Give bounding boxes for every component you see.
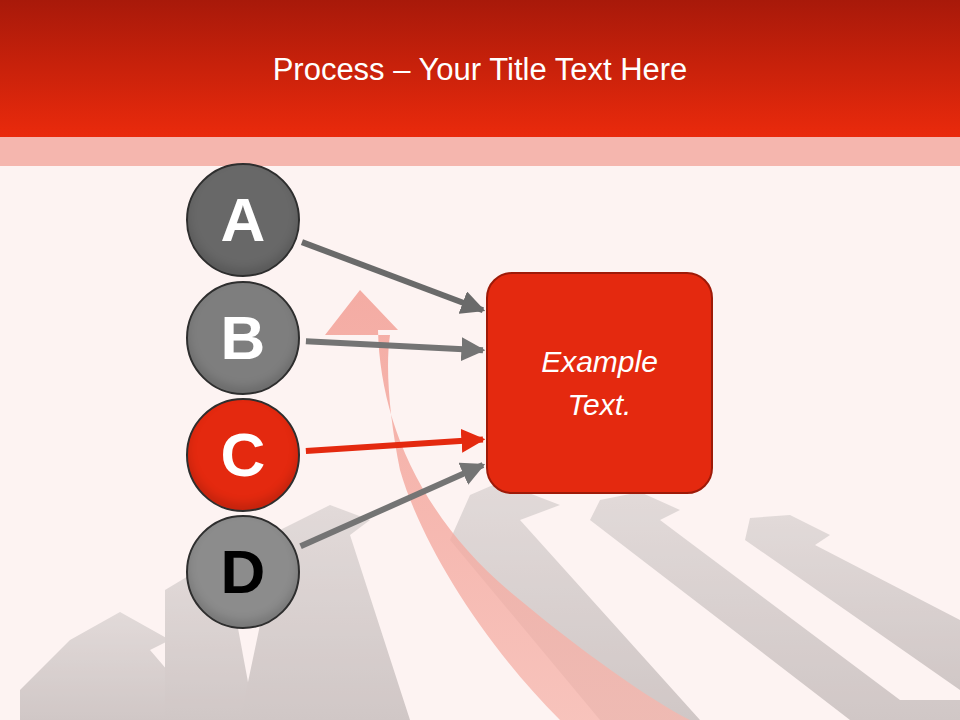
connector-arrow <box>302 242 483 310</box>
connector-arrow <box>301 465 483 546</box>
step-letter: D <box>221 541 266 603</box>
step-circle: C <box>186 398 300 512</box>
step-letter: C <box>221 424 266 486</box>
slide-title: Process – Your Title Text Here <box>20 52 940 88</box>
text-box: Example Text. <box>486 272 713 494</box>
step-letter: B <box>221 307 266 369</box>
step-letter: A <box>221 189 266 251</box>
box-text: Example Text. <box>520 340 680 427</box>
step-circle: D <box>186 515 300 629</box>
connector-arrow <box>306 439 483 450</box>
connector-arrow <box>306 341 483 350</box>
step-circle: B <box>186 281 300 395</box>
step-circle: A <box>186 163 300 277</box>
